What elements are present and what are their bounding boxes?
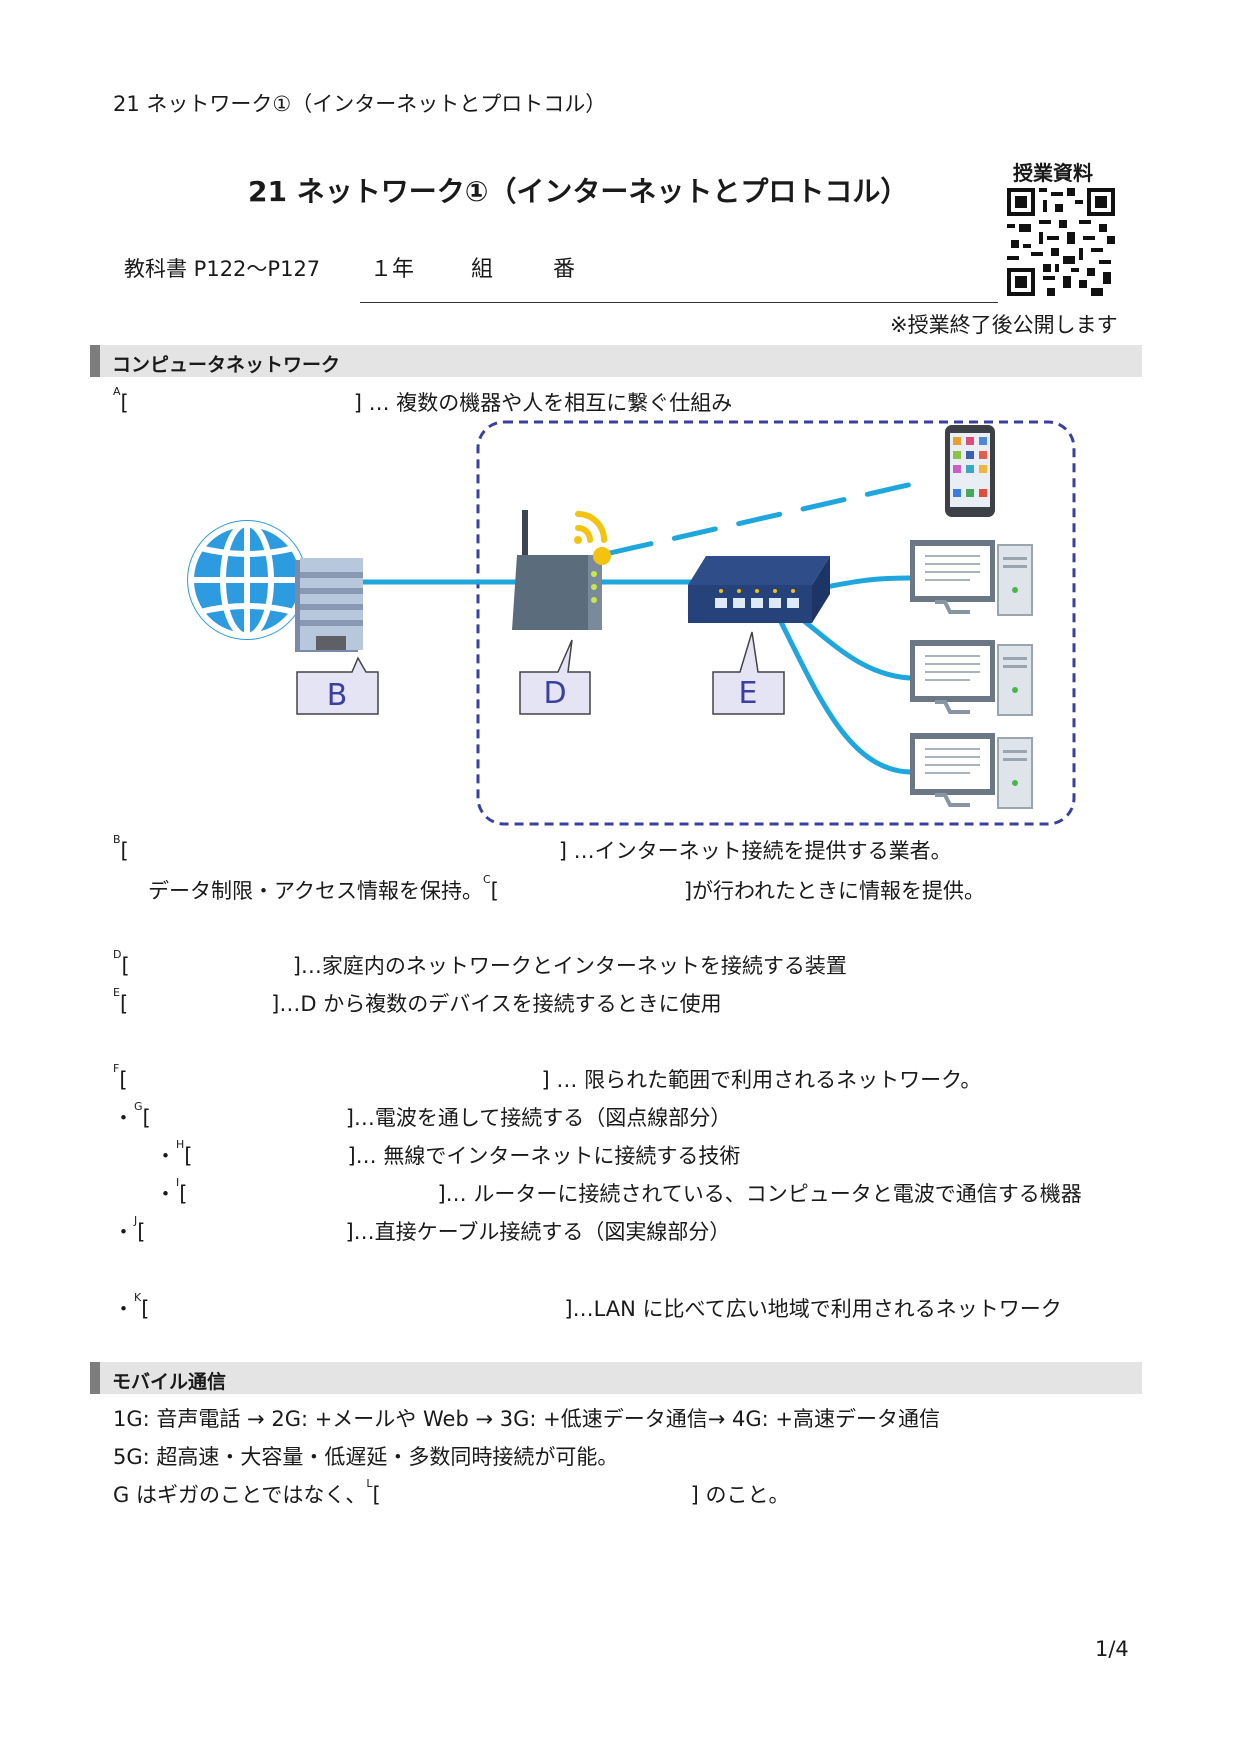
diagram-label-b: B — [327, 678, 348, 713]
blank-open-h: [ — [184, 1144, 193, 1168]
blank-open-e: [ — [119, 992, 129, 1016]
number-label: 番 — [553, 257, 576, 282]
blank-letter-c: C — [482, 873, 491, 886]
blank-letter-a: A — [113, 385, 121, 398]
term-h-line: ・H[ ]… 無線でインターネットに接続する技術 — [155, 1138, 741, 1170]
term-i-line: ・I[ ]… ルーターに接続されている、コンピュータと電波で通信する機器 — [155, 1176, 1082, 1208]
smartphone-icon — [945, 425, 995, 517]
switching-hub-icon — [688, 556, 830, 623]
term-d-line: D[ ]…家庭内のネットワークとインターネットを接続する装置 — [113, 948, 847, 980]
bullet: ・ — [155, 1182, 176, 1206]
blank-letter-e: E — [113, 986, 120, 999]
term-a-line: A[ ] … 複数の機器や人を相互に繋ぐ仕組み — [113, 385, 733, 417]
blank-open-g: [ — [142, 1106, 151, 1130]
mobile-g-meaning: G はギガのことではなく、 — [113, 1483, 367, 1507]
blank-letter-i: I — [176, 1176, 180, 1189]
blank-open-a: [ — [120, 391, 129, 415]
section-marker — [90, 1362, 100, 1394]
blank-letter-l: L — [366, 1477, 373, 1490]
term-g-line: ・G[ ]…電波を通して接続する（図点線部分） — [113, 1100, 732, 1132]
globe-icon — [187, 520, 307, 640]
term-a-desc: ] … 複数の機器や人を相互に繋ぐ仕組み — [353, 391, 733, 415]
grade-label: １年 — [370, 257, 415, 282]
callout-e — [712, 631, 785, 715]
desktop-pc-icon — [910, 733, 1033, 809]
term-b2-desc: データ制限・アクセス情報を保持。 — [148, 879, 483, 903]
term-i-desc: ]… ルーターに接続されている、コンピュータと電波で通信する機器 — [437, 1182, 1082, 1206]
blank-open-b: [ — [120, 839, 129, 863]
blank-open-l: [ — [372, 1483, 381, 1507]
term-b-desc: ] …インターネット接続を提供する業者。 — [558, 839, 952, 863]
lan-boundary — [476, 420, 1076, 826]
blank-letter-b: B — [113, 833, 121, 846]
term-f-line: F[ ] … 限られた範囲で利用されるネットワーク。 — [113, 1062, 982, 1094]
term-j-desc: ]…直接ケーブル接続する（図実線部分） — [345, 1220, 731, 1244]
blank-letter-k: K — [134, 1291, 142, 1304]
term-h-desc: ]… 無線でインターネットに接続する技術 — [347, 1144, 741, 1168]
diagram-label-e: E — [739, 676, 758, 711]
desktop-pc-icon — [910, 540, 1033, 616]
callout-b — [296, 656, 379, 715]
qr-code-icon[interactable] — [1007, 188, 1115, 296]
blank-letter-h: H — [176, 1138, 185, 1151]
term-j-line: ・J[ ]…直接ケーブル接続する（図実線部分） — [113, 1214, 731, 1246]
term-e-desc: ]…D から複数のデバイスを接続するときに使用 — [271, 992, 722, 1016]
blank-letter-g: G — [134, 1100, 143, 1113]
materials-label: 授業資料 — [1013, 161, 1093, 185]
term-e-line: E[ ]…D から複数のデバイスを接続するときに使用 — [113, 986, 722, 1018]
term-b-line: B[ ] …インターネット接続を提供する業者。 — [113, 833, 952, 865]
diagram-label-d: D — [543, 676, 566, 711]
page-title: 21 ネットワーク①（インターネットとプロトコル） — [248, 175, 909, 208]
class-label: 組 — [471, 257, 494, 282]
router-icon — [512, 510, 611, 630]
running-header: 21 ネットワーク①（インターネットとプロトコル） — [113, 92, 607, 116]
term-f-desc: ] … 限られた範囲で利用されるネットワーク。 — [541, 1068, 982, 1092]
bullet: ・ — [113, 1220, 134, 1244]
blank-letter-j: J — [134, 1214, 138, 1227]
release-note: ※授業終了後公開します — [890, 313, 1118, 337]
mobile-line-2: 5G: 超高速・大容量・低遅延・多数同時接続が可能。 — [113, 1445, 619, 1469]
term-d-desc: ]…家庭内のネットワークとインターネットを接続する装置 — [292, 954, 847, 978]
blank-letter-d: D — [113, 948, 122, 961]
section-marker — [90, 345, 100, 377]
section-header-network: コンピュータネットワーク — [90, 345, 1142, 377]
section-title: モバイル通信 — [112, 1371, 227, 1393]
term-k-desc: ]…LAN に比べて広い地域で利用されるネットワーク — [564, 1297, 1062, 1321]
term-c-line: データ制限・アクセス情報を保持。C[ ]が行われたときに情報を提供。 — [148, 873, 985, 905]
bullet: ・ — [155, 1144, 176, 1168]
section-header-mobile: モバイル通信 — [90, 1362, 1142, 1394]
mobile-line-1: 1G: 音声電話 → 2G: +メールや Web → 3G: +低速データ通信→… — [113, 1407, 940, 1431]
mobile-g-meaning-end: ] のこと。 — [690, 1483, 790, 1507]
mobile-line-3: G はギガのことではなく、L[ ] のこと。 — [113, 1477, 790, 1509]
term-g-desc: ]…電波を通して接続する（図点線部分） — [345, 1106, 732, 1130]
blank-open-j: [ — [137, 1220, 146, 1244]
blank-letter-f: F — [113, 1062, 120, 1075]
bullet: ・ — [113, 1297, 134, 1321]
textbook-range: 教科書 P122～P127 — [124, 257, 321, 281]
blank-open-i: [ — [179, 1182, 188, 1206]
bullet: ・ — [113, 1106, 134, 1130]
network-diagram: B D E — [187, 420, 1076, 826]
section-title: コンピュータネットワーク — [112, 354, 341, 376]
blank-open-k: [ — [141, 1297, 150, 1321]
callout-d — [519, 639, 591, 715]
page-number: 1/4 — [1095, 1637, 1129, 1661]
term-k-line: ・K[ ]…LAN に比べて広い地域で利用されるネットワーク — [113, 1291, 1062, 1323]
blank-open-d: [ — [121, 954, 130, 978]
blank-open-c: [ — [490, 879, 499, 903]
name-underline[interactable] — [360, 302, 998, 303]
isp-building-icon — [295, 558, 363, 652]
term-c-desc: ]が行われたときに情報を提供。 — [683, 879, 985, 903]
desktop-pc-icon — [910, 640, 1033, 716]
blank-open-f: [ — [119, 1068, 128, 1092]
